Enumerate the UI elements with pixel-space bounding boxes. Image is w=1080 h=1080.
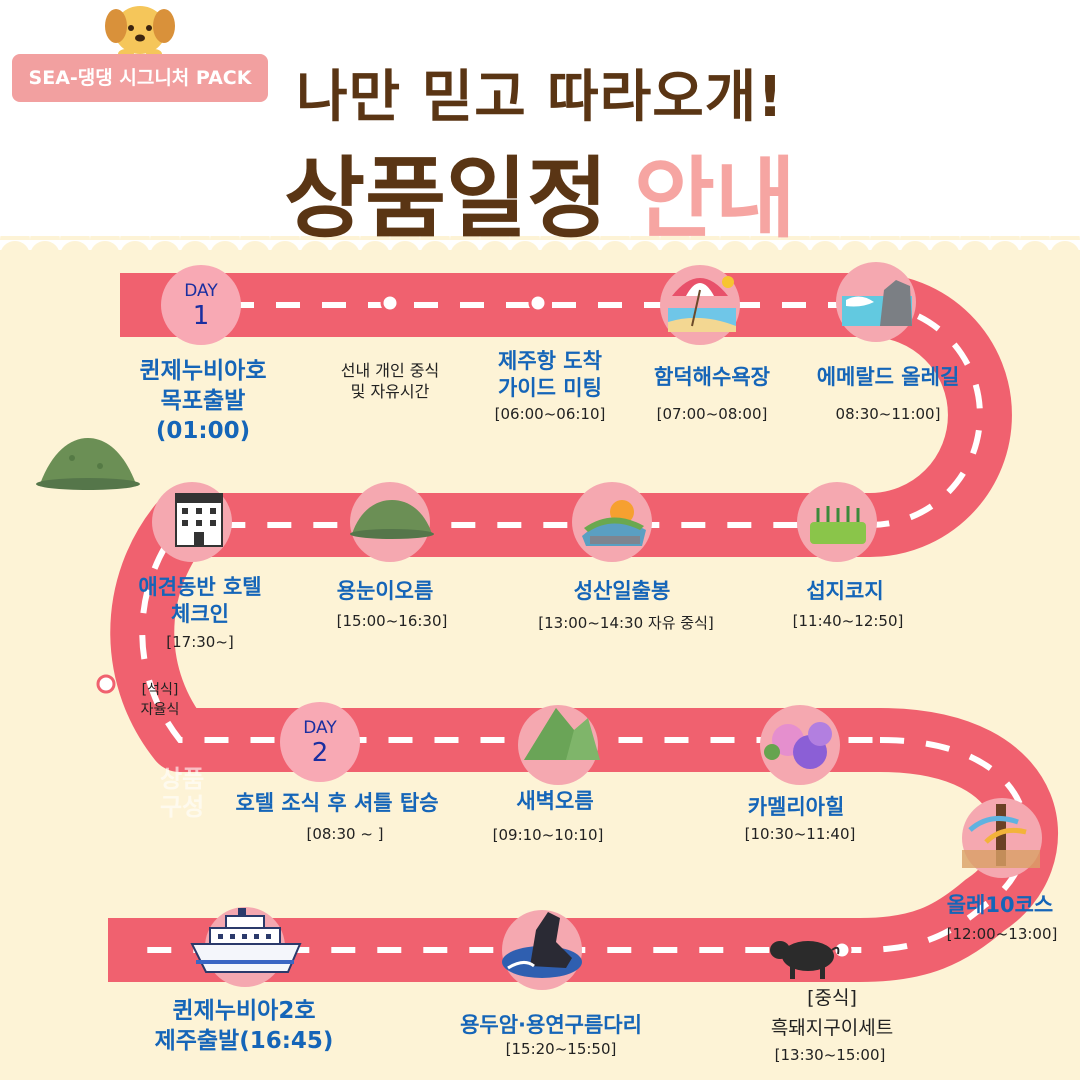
stop-hamdeok-beach: 함덕해수욕장 — [654, 365, 770, 389]
stop-note: [석식] — [141, 682, 179, 698]
watermark-text: 상품 구성 — [160, 765, 204, 821]
watermark-line: 상품 — [160, 765, 205, 793]
stop-time: 08:30~11:00] — [835, 405, 941, 423]
stop-seongsan-ilchulbong: 성산일출봉 — [573, 579, 671, 603]
stop-time: [06:00~06:10] — [494, 405, 606, 423]
title-accent: 안내 — [633, 147, 796, 250]
stop-camellia-hill: 카멜리아힐 — [747, 795, 845, 819]
puppy-icon — [105, 6, 175, 59]
ship-icon — [190, 908, 302, 973]
day-number: 1 — [192, 301, 210, 331]
green-mountain-icon — [350, 500, 434, 539]
stop-queen-jenuvia2-departure: 퀸제누비아2호 제주출발(16:45) — [155, 996, 334, 1056]
stop-time: [15:20~15:50] — [505, 1040, 617, 1058]
stop-dinner-free: [석식] 자율식 — [141, 680, 180, 720]
stop-time: [13:30~15:00] — [774, 1046, 886, 1064]
dragon-rock-icon — [502, 912, 582, 978]
beach-umbrella-icon — [668, 276, 736, 332]
pig-icon — [770, 941, 840, 979]
stop-name: 제주출발(16:45) — [154, 1028, 334, 1054]
stop-name: 애견동반 호텔 — [138, 575, 262, 599]
signpost-icon — [962, 804, 1040, 868]
stop-note: 자율식 — [140, 702, 180, 718]
stop-pet-hotel-checkin: 애견동반 호텔 체크인 — [138, 574, 261, 628]
emerald-cliff-icon — [842, 280, 912, 326]
day-2-marker: DAY 2 — [280, 702, 360, 782]
stop-note: 선내 개인 중식 — [340, 361, 440, 380]
green-mountain-icon — [524, 708, 600, 760]
stop-name: 가이드 미팅 — [498, 376, 602, 400]
stop-black-pork: 흑돼지구이세트 — [770, 1017, 894, 1039]
road-lane-marks — [139, 302, 1029, 953]
stop-yongnuni-oreum: 용눈이오름 — [336, 579, 434, 603]
stop-olle-10-course: 올레10코스 — [946, 893, 1054, 917]
stop-jeju-port-arrival: 제주항 도착 가이드 미팅 — [498, 348, 602, 402]
stop-time: [13:00~14:30 자유 중식] — [538, 614, 714, 632]
stop-time: [08:30 ~ ] — [306, 825, 384, 843]
stop-saebyeol-oreum: 새벽오름 — [516, 789, 594, 813]
brand-badge: SEA-댕댕 시그니처 PACK — [12, 54, 268, 102]
stop-name: 제주항 도착 — [498, 349, 602, 373]
stop-name: 퀸제누비아2호 — [172, 998, 316, 1024]
hotel-icon — [175, 493, 223, 547]
stop-time: [09:10~10:10] — [492, 826, 604, 844]
stop-seopjikoji: 섭지코지 — [806, 579, 884, 603]
page-subtitle: 나만 믿고 따라오개! — [296, 65, 784, 130]
stop-time: [15:00~16:30] — [336, 612, 448, 630]
watermark-line: 구성 — [160, 793, 205, 821]
stop-note: 및 자유시간 — [350, 382, 430, 401]
stop-hotel-breakfast-shuttle: 호텔 조식 후 셔틀 탑승 — [235, 791, 439, 815]
mountain-icon — [36, 438, 140, 490]
stop-time: (01:00) — [155, 418, 251, 444]
stop-time: [11:40~12:50] — [792, 612, 904, 630]
title-main: 상품일정 — [284, 147, 608, 250]
scalloped-edge — [0, 236, 1080, 252]
stop-time: [07:00~08:00] — [656, 405, 768, 423]
stop-name: 목포출발 — [160, 388, 246, 414]
hydrangea-icon — [764, 722, 832, 769]
stop-queen-jenuvia-departure: 퀸제누비아호 목포출발 (01:00) — [140, 356, 267, 446]
day-label: DAY — [303, 718, 337, 738]
stop-yongduam: 용두암·용연구름다리 — [460, 1013, 642, 1037]
stop-time: [17:30~] — [166, 633, 234, 651]
stop-lunch-tag: [중식] — [807, 987, 857, 1009]
sunrise-peak-icon — [582, 500, 646, 546]
stop-onboard-lunch: 선내 개인 중식 및 자유시간 — [341, 360, 440, 402]
stop-name: 퀸제누비아호 — [139, 358, 267, 384]
day-number: 2 — [311, 738, 329, 768]
stop-emerald-olle: 에메랄드 올레길 — [816, 365, 960, 389]
grass-icon — [810, 506, 866, 544]
day-label: DAY — [184, 281, 218, 301]
day-1-marker: DAY 1 — [161, 265, 241, 345]
stop-time: [10:30~11:40] — [744, 825, 856, 843]
stop-name: 체크인 — [171, 602, 229, 626]
stop-time: [12:00~13:00] — [946, 925, 1058, 943]
